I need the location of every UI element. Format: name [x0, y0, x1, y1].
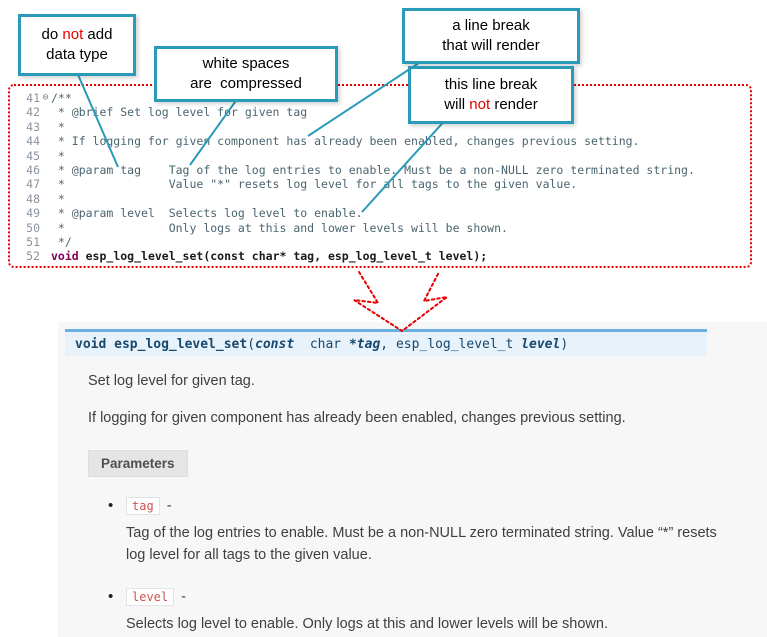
callout-line: are compressed	[190, 75, 302, 92]
parameter-item-level: level- Selects log level to enable. Only…	[108, 588, 767, 635]
fold-spacer	[40, 235, 51, 249]
param-name-literal: level	[126, 588, 175, 607]
param-name-literal: tag	[126, 496, 160, 515]
line-number: 52	[26, 249, 40, 264]
signature-param2-type: esp_log_level_t	[395, 337, 522, 352]
code-text: void esp_log_level_set(const char* tag, …	[51, 249, 487, 263]
signature-paren-close: )	[560, 337, 569, 352]
code-text: * @param tag Tag of the log entries to e…	[51, 162, 695, 177]
code-text: *	[51, 191, 65, 206]
code-line: 42 * @brief Set log level for given tag	[14, 105, 746, 119]
code-line: 46 * @param tag Tag of the log entries t…	[14, 163, 746, 177]
fold-spacer	[40, 120, 51, 134]
detailed-description: If logging for given component has alrea…	[88, 409, 626, 426]
keyword-void: void	[51, 249, 79, 264]
fold-spacer	[40, 206, 51, 220]
callout-text: render	[490, 96, 538, 113]
fold-spacer	[40, 221, 51, 235]
code-editor-snippet: 41⊖/** 42 * @brief Set log level for giv…	[8, 84, 752, 268]
code-text: *	[51, 119, 65, 134]
callout-line: that will render	[442, 37, 540, 54]
signature-function-name: esp_log_level_set	[114, 337, 248, 352]
callout-text: will	[444, 96, 470, 113]
signature-param1-name: *tag	[348, 337, 381, 352]
code-line: 45 *	[14, 149, 746, 163]
code-text: */	[51, 234, 72, 249]
brief-description: Set log level for given tag.	[88, 373, 255, 389]
line-number: 49	[26, 206, 40, 221]
parameters-heading: Parameters	[88, 449, 188, 477]
code-text: * If logging for given component has alr…	[51, 134, 640, 149]
code-line: 48 *	[14, 192, 746, 206]
line-number: 44	[26, 134, 40, 149]
line-number: 42	[26, 105, 40, 120]
callout-line-break-renders: a line break that will render	[402, 8, 580, 64]
callout-no-datatype: do not add data type	[18, 14, 136, 76]
callout-line: a line break	[452, 16, 530, 34]
code-text: *	[51, 148, 65, 163]
line-number: 50	[26, 220, 40, 235]
fold-spacer	[40, 192, 51, 206]
param-description: Tag of the log entries to enable. Must b…	[126, 524, 717, 563]
parameter-list: tag- Tag of the log entries to enable. M…	[58, 496, 767, 636]
signature-paren-open: (	[247, 337, 256, 352]
callout-text: add	[83, 25, 113, 43]
line-number: 51	[26, 234, 40, 249]
callout-line-break-not-render: this line break will not render	[408, 66, 574, 124]
callout-whitespace-compressed: white spaces are compressed	[154, 46, 338, 102]
fold-spacer	[40, 134, 51, 148]
code-line: 43 *	[14, 120, 746, 134]
function-declaration: esp_log_level_set(const char* tag, esp_l…	[78, 249, 488, 264]
line-number: 46	[26, 162, 40, 177]
signature-param1-type: char	[294, 337, 349, 352]
signature-param2-name: level	[521, 337, 561, 352]
code-line: 49 * @param level Selects log level to e…	[14, 206, 746, 220]
code-line: 47 * Value "*" resets log level for all …	[14, 177, 746, 191]
callout-line: data type	[46, 46, 108, 63]
code-line: 51 */	[14, 235, 746, 249]
fold-spacer	[40, 149, 51, 163]
callout-text: do	[41, 25, 63, 43]
code-text: * @param level Selects log level to enab…	[51, 206, 363, 221]
code-text: * Value "*" resets log level for all tag…	[51, 177, 578, 192]
callout-line: white spaces	[202, 54, 290, 72]
signature-return-type: void	[75, 337, 115, 352]
callout-emphasis: not	[62, 25, 84, 43]
callout-emphasis: not	[469, 96, 491, 113]
fold-spacer	[40, 105, 51, 119]
fold-spacer	[40, 177, 51, 191]
param-description: Selects log level to enable. Only logs a…	[126, 616, 608, 633]
line-number: 47	[26, 177, 40, 192]
callout-line: will not render	[444, 95, 537, 115]
fold-collapse-icon: ⊖	[42, 92, 49, 103]
code-text: * @brief Set log level for given tag	[51, 105, 308, 120]
line-number: 43	[26, 119, 40, 134]
code-line: 50 * Only logs at this and lower levels …	[14, 221, 746, 235]
param-dash: -	[166, 497, 172, 514]
line-number: 45	[26, 148, 40, 163]
callout-line: this line break	[444, 75, 538, 93]
code-line: 41⊖/**	[14, 91, 746, 105]
fold-spacer	[40, 249, 51, 263]
parameter-item-tag: tag- Tag of the log entries to enable. M…	[108, 496, 767, 567]
line-number: 41	[26, 91, 40, 105]
code-text: * Only logs at this and lower levels wil…	[51, 220, 508, 235]
signature-separator: ,	[380, 337, 396, 352]
fold-spacer	[40, 163, 51, 177]
function-signature: void esp_log_level_set(const char *tag, …	[65, 329, 707, 356]
code-text: /**	[51, 91, 72, 105]
signature-const-keyword: const	[255, 337, 295, 352]
callout-line: do not add	[42, 25, 113, 45]
code-line-function-declaration: 52 void esp_log_level_set(const char* tag…	[14, 249, 746, 263]
param-dash: -	[181, 589, 186, 606]
code-line: 44 * If logging for given component has …	[14, 134, 746, 148]
rendered-docs-panel: void esp_log_level_set(const char *tag, …	[58, 322, 767, 637]
line-number: 48	[26, 191, 40, 206]
